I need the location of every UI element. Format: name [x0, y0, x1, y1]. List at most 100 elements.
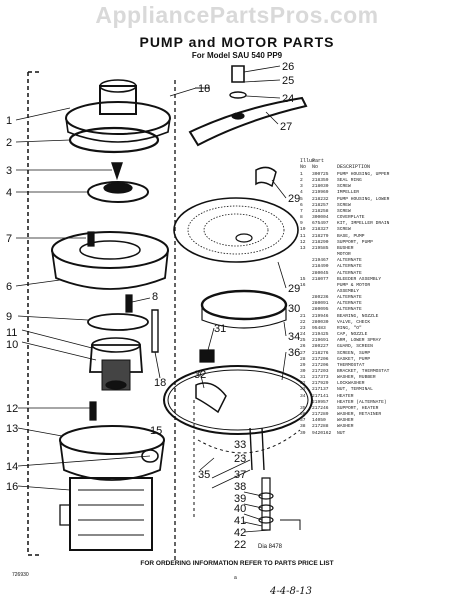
illus-number: 37: [300, 418, 306, 424]
seal-ring: [68, 126, 160, 154]
callout-25: 25: [282, 75, 294, 87]
part-description: BRACKET, THERMOSTAT: [337, 369, 390, 374]
part-number: 219957: [312, 399, 329, 405]
part-description: SCREW: [337, 227, 351, 233]
part-number: 217206: [312, 362, 329, 368]
illus-number: 38: [300, 424, 306, 430]
callout-24: 24: [282, 93, 294, 105]
header-illus-no: No: [300, 164, 307, 170]
header-part: Part: [312, 158, 325, 164]
callout-3: 3: [6, 165, 12, 177]
part-description: WASHER, RETAINER: [337, 412, 382, 418]
callout-17: 18: [154, 377, 166, 389]
part-number: 280030: [312, 319, 329, 325]
callout-12: 12: [6, 403, 18, 415]
callout-34: 34: [288, 331, 300, 343]
illus-number: 3: [300, 184, 303, 190]
illus-number: 12: [300, 239, 306, 245]
part-description: GUARD, SCREEN: [337, 344, 373, 350]
part-description: BASE, PUMP: [337, 233, 365, 239]
heater: [163, 365, 313, 435]
callout-26: 26: [282, 61, 294, 73]
illus-number: 22: [300, 319, 306, 325]
part-number: 219467: [312, 258, 329, 264]
pump-gasket: [200, 289, 288, 321]
table-row: 36 217289 WASHER, RETAINER: [300, 412, 472, 418]
part-description: ARM, LOWER SPRAY: [337, 338, 382, 344]
callout-40: 40: [234, 503, 246, 515]
part-description: RING, "O": [337, 325, 362, 331]
illus-number: 32: [300, 381, 306, 387]
part-number: 218290: [312, 239, 329, 245]
part-description: LOCKWASHER: [337, 381, 365, 387]
document-code: 726930: [12, 572, 29, 578]
callout-38: 38: [234, 481, 246, 493]
callout-13: 13: [6, 423, 18, 435]
part-description: NUT: [337, 430, 346, 436]
lower-pump-housing: [51, 231, 169, 269]
part-description: WASHER, RUBBER: [337, 375, 376, 381]
diagram-number: Dia 8478: [258, 544, 283, 550]
part-description: SCREEN, SUMP: [337, 350, 371, 356]
callout-30: 30: [288, 303, 300, 315]
illus-number: 24: [300, 332, 306, 338]
callout-28: 29: [288, 193, 300, 205]
illus-number: 39: [300, 430, 306, 436]
part-description: ALTERNATE: [337, 307, 362, 313]
part-number: 675497: [312, 221, 329, 227]
part-number: 218257: [312, 202, 329, 208]
table-row: 22 280030 VALVE, CHECK: [300, 320, 472, 326]
part-description: THERMOSTAT: [337, 362, 365, 368]
part-description: SCREW: [337, 202, 351, 208]
part-description: MOTOR: [337, 252, 351, 258]
illus-number: 36: [300, 412, 306, 418]
illus-number: 2: [300, 178, 303, 184]
illus-number: 6: [300, 202, 303, 208]
callout-27: 27: [280, 121, 292, 133]
part-description: PUMP HOUSING, LOWER: [337, 196, 390, 202]
callout-1: 1: [6, 115, 12, 127]
part-description: BEARING, NOZZLE: [337, 313, 379, 319]
illus-number: 1: [300, 172, 303, 177]
part-number: 218276: [312, 350, 329, 356]
part-number: 217289: [312, 412, 329, 418]
illus-number: 16: [300, 282, 306, 288]
illus-number: 10: [300, 227, 306, 233]
callout-33: 33: [234, 439, 246, 451]
part-number: 217137: [312, 387, 329, 393]
part-number: 300725: [312, 172, 329, 177]
part-description: SCREW: [337, 208, 351, 214]
part-number: 219946: [312, 313, 329, 319]
part-number: 217246: [312, 405, 329, 411]
part-description: VALVE, CHECK: [337, 319, 371, 325]
part-description: PUMP & MOTOR: [337, 282, 371, 288]
callout-14: 14: [6, 461, 18, 473]
part-description: HEATER (ALTERNATE): [337, 399, 387, 405]
callout-35: 35: [198, 469, 210, 481]
part-number: 217288: [312, 424, 329, 430]
part-number: 218327: [312, 227, 329, 233]
part-number: 218077: [312, 276, 329, 282]
table-row: 6 218257 SCREW: [300, 203, 472, 209]
